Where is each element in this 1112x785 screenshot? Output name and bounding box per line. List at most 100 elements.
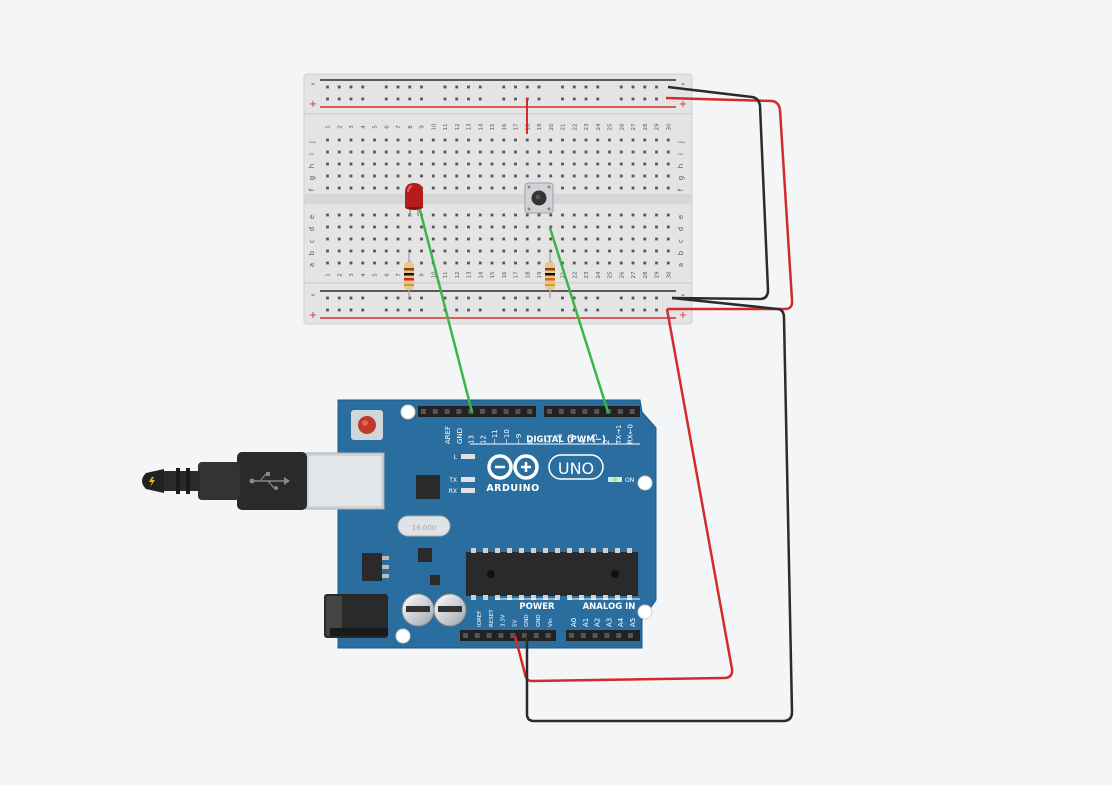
- breadboard-hole[interactable]: [561, 186, 564, 190]
- breadboard-hole[interactable]: [337, 186, 341, 190]
- breadboard-hole[interactable]: [631, 162, 635, 166]
- breadboard-hole[interactable]: [655, 174, 658, 178]
- breadboard-hole[interactable]: [349, 225, 353, 229]
- breadboard-hole[interactable]: [514, 213, 517, 217]
- breadboard-hole[interactable]: [361, 225, 365, 229]
- breadboard-hole[interactable]: [643, 138, 647, 142]
- breadboard-hole[interactable]: [655, 249, 658, 253]
- breadboard-hole[interactable]: [502, 225, 506, 229]
- breadboard-hole[interactable]: [514, 150, 517, 154]
- breadboard-hole[interactable]: [384, 225, 388, 229]
- breadboard-hole[interactable]: [584, 237, 588, 241]
- breadboard-hole[interactable]: [596, 186, 600, 190]
- breadboard[interactable]: - - + + - - + + 112233445566778899101011…: [303, 73, 693, 325]
- resistor-button[interactable]: [545, 252, 555, 298]
- rail-hole[interactable]: [525, 296, 529, 300]
- breadboard-hole[interactable]: [349, 138, 353, 142]
- breadboard-hole[interactable]: [443, 138, 447, 142]
- rail-hole[interactable]: [514, 296, 517, 300]
- breadboard-hole[interactable]: [361, 261, 365, 265]
- breadboard-hole[interactable]: [502, 186, 506, 190]
- rail-hole[interactable]: [537, 85, 541, 89]
- breadboard-hole[interactable]: [643, 186, 647, 190]
- rail-hole[interactable]: [537, 308, 541, 312]
- breadboard-hole[interactable]: [631, 237, 635, 241]
- breadboard-hole[interactable]: [420, 237, 423, 241]
- breadboard-hole[interactable]: [337, 261, 341, 265]
- breadboard-hole[interactable]: [596, 150, 600, 154]
- rail-hole[interactable]: [326, 97, 329, 101]
- breadboard-hole[interactable]: [443, 150, 447, 154]
- breadboard-hole[interactable]: [631, 174, 635, 178]
- rail-hole[interactable]: [349, 296, 353, 300]
- breadboard-hole[interactable]: [326, 186, 329, 190]
- breadboard-hole[interactable]: [478, 249, 482, 253]
- breadboard-hole[interactable]: [666, 213, 670, 217]
- breadboard-hole[interactable]: [467, 225, 470, 229]
- breadboard-hole[interactable]: [584, 174, 588, 178]
- breadboard-hole[interactable]: [478, 186, 482, 190]
- breadboard-hole[interactable]: [572, 249, 576, 253]
- breadboard-hole[interactable]: [631, 138, 635, 142]
- dc-barrel-jack[interactable]: [324, 594, 388, 638]
- breadboard-hole[interactable]: [443, 213, 447, 217]
- breadboard-hole[interactable]: [373, 186, 376, 190]
- power-header[interactable]: [460, 630, 556, 641]
- breadboard-hole[interactable]: [490, 213, 494, 217]
- breadboard-hole[interactable]: [631, 186, 635, 190]
- breadboard-hole[interactable]: [384, 237, 388, 241]
- breadboard-hole[interactable]: [396, 174, 400, 178]
- rail-hole[interactable]: [443, 97, 447, 101]
- breadboard-hole[interactable]: [584, 162, 588, 166]
- breadboard-hole[interactable]: [572, 186, 576, 190]
- rail-hole[interactable]: [619, 85, 623, 89]
- breadboard-hole[interactable]: [408, 174, 412, 178]
- breadboard-hole[interactable]: [502, 162, 506, 166]
- usb-cable[interactable]: [142, 452, 307, 510]
- breadboard-hole[interactable]: [525, 138, 529, 142]
- breadboard-hole[interactable]: [596, 225, 600, 229]
- breadboard-hole[interactable]: [373, 237, 376, 241]
- breadboard-hole[interactable]: [396, 213, 400, 217]
- rail-hole[interactable]: [655, 308, 658, 312]
- breadboard-hole[interactable]: [361, 213, 365, 217]
- breadboard-hole[interactable]: [596, 249, 600, 253]
- breadboard-hole[interactable]: [420, 162, 423, 166]
- breadboard-hole[interactable]: [478, 213, 482, 217]
- breadboard-hole[interactable]: [514, 225, 517, 229]
- breadboard-hole[interactable]: [349, 186, 353, 190]
- rail-hole[interactable]: [502, 296, 506, 300]
- breadboard-hole[interactable]: [326, 150, 329, 154]
- rail-hole[interactable]: [596, 296, 600, 300]
- wire-button-to-pin2[interactable]: [548, 226, 610, 414]
- rail-hole[interactable]: [643, 296, 647, 300]
- breadboard-hole[interactable]: [455, 186, 459, 190]
- breadboard-hole[interactable]: [455, 249, 459, 253]
- breadboard-hole[interactable]: [643, 162, 647, 166]
- breadboard-hole[interactable]: [584, 249, 588, 253]
- breadboard-hole[interactable]: [373, 162, 376, 166]
- breadboard-hole[interactable]: [643, 225, 647, 229]
- rail-hole[interactable]: [502, 97, 506, 101]
- analog-header[interactable]: [566, 630, 640, 641]
- breadboard-hole[interactable]: [584, 213, 588, 217]
- breadboard-hole[interactable]: [396, 150, 400, 154]
- breadboard-hole[interactable]: [326, 261, 329, 265]
- breadboard-hole[interactable]: [443, 174, 447, 178]
- rail-hole[interactable]: [631, 97, 635, 101]
- breadboard-hole[interactable]: [572, 237, 576, 241]
- breadboard-hole[interactable]: [549, 213, 553, 217]
- breadboard-hole[interactable]: [455, 162, 459, 166]
- breadboard-hole[interactable]: [490, 162, 494, 166]
- rail-hole[interactable]: [631, 296, 635, 300]
- breadboard-hole[interactable]: [549, 150, 553, 154]
- breadboard-hole[interactable]: [420, 261, 423, 265]
- breadboard-hole[interactable]: [478, 225, 482, 229]
- breadboard-hole[interactable]: [608, 174, 611, 178]
- breadboard-hole[interactable]: [455, 261, 459, 265]
- rail-hole[interactable]: [467, 308, 470, 312]
- breadboard-hole[interactable]: [514, 237, 517, 241]
- breadboard-hole[interactable]: [373, 261, 376, 265]
- breadboard-hole[interactable]: [666, 186, 670, 190]
- breadboard-hole[interactable]: [502, 174, 506, 178]
